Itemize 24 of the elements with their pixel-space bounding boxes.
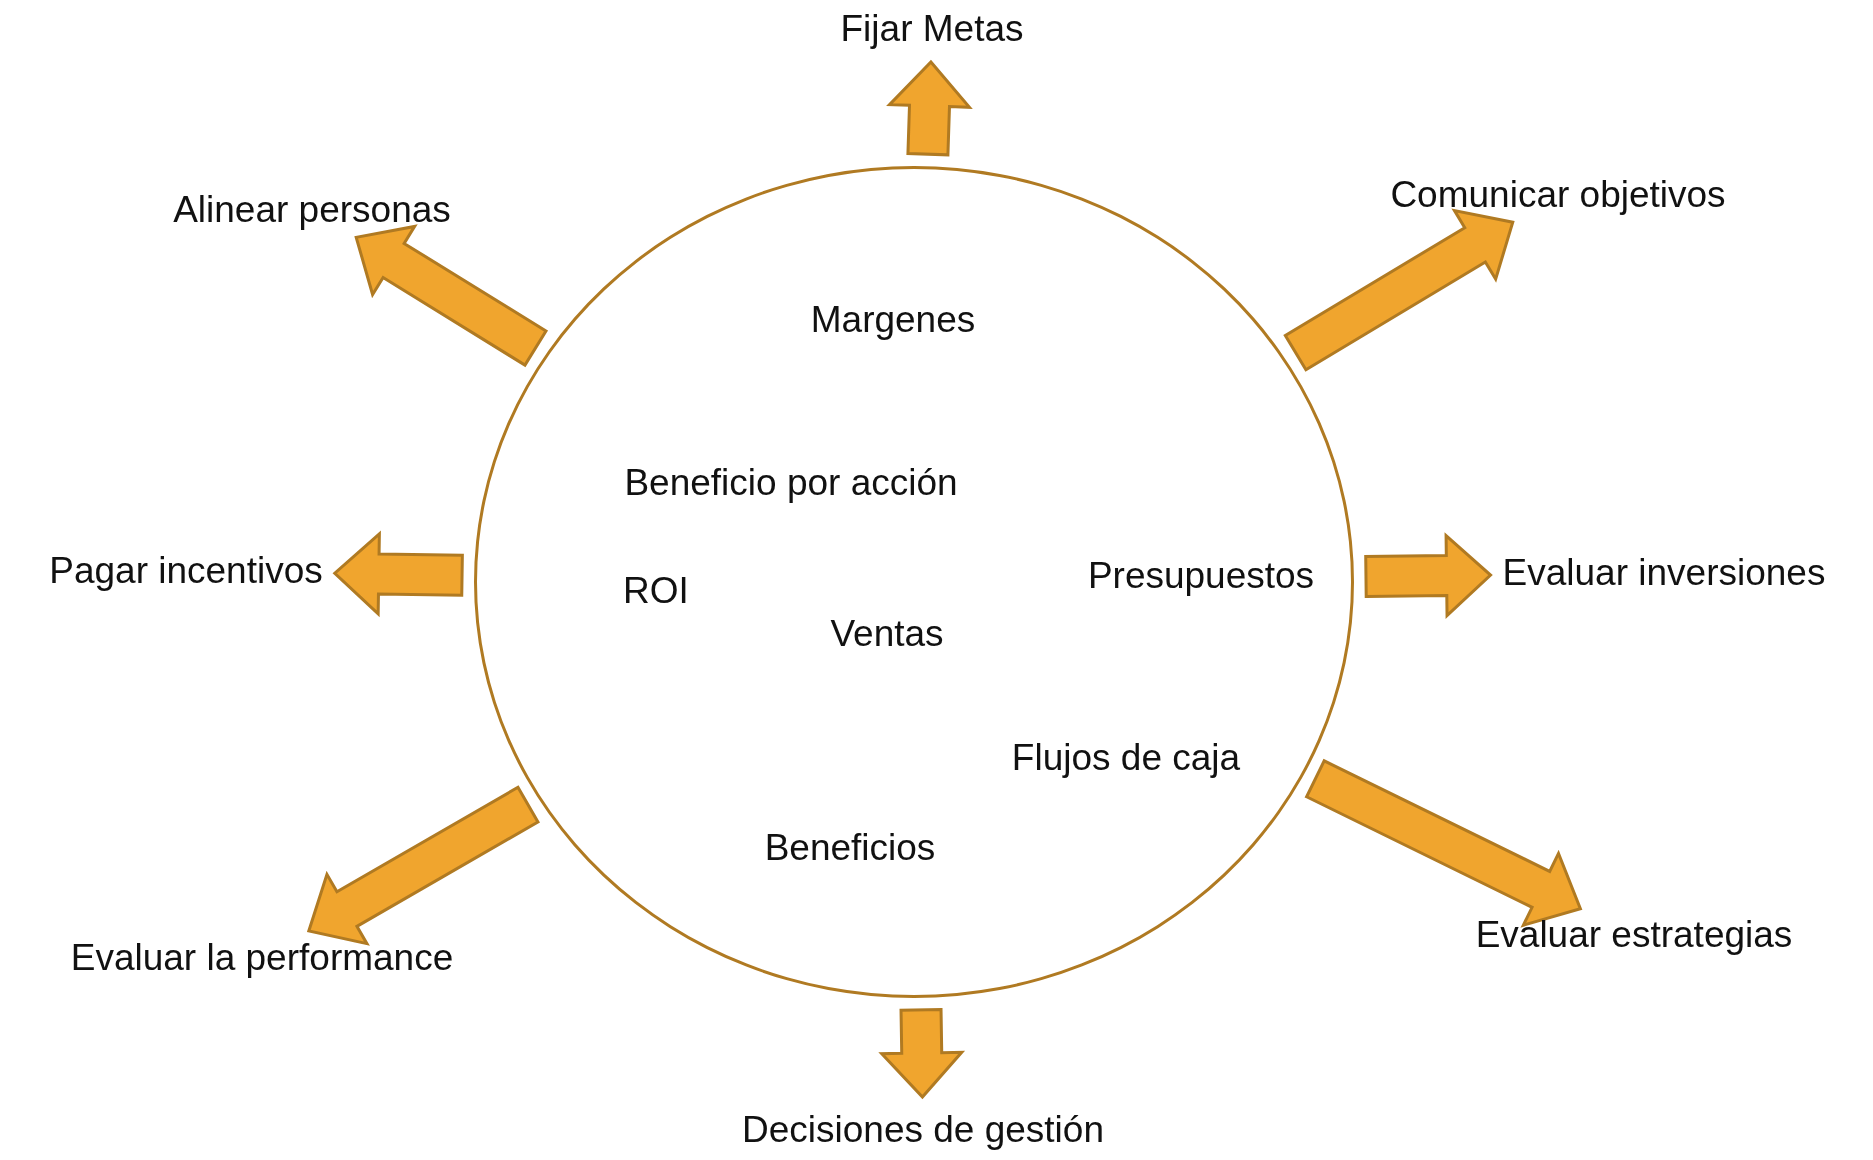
block-arrow (332, 530, 464, 618)
block-arrow (878, 1008, 966, 1100)
metric-label: Beneficios (764, 827, 936, 869)
metric-label: Margenes (810, 299, 976, 341)
block-arrow (1283, 208, 1515, 372)
action-label: Decisiones de gestión (742, 1109, 1104, 1151)
block-arrow (1304, 758, 1583, 928)
action-label: Fijar Metas (840, 8, 1024, 50)
circle (474, 166, 1354, 998)
action-label: Pagar incentivos (49, 550, 323, 592)
action-label: Comunicar objetivos (1390, 174, 1726, 216)
metric-label: Presupuestos (1087, 555, 1315, 597)
action-label: Evaluar inversiones (1502, 552, 1826, 594)
block-arrow (886, 59, 973, 157)
block-arrow (354, 224, 549, 368)
action-label: Evaluar estrategias (1475, 914, 1793, 956)
metric-label: ROI (623, 570, 689, 612)
block-arrow (1364, 532, 1493, 619)
metric-label: Ventas (830, 613, 944, 655)
action-label: Evaluar la performance (70, 937, 454, 979)
action-label: Alinear personas (173, 189, 451, 231)
metric-label: Flujos de caja (1011, 737, 1241, 779)
block-arrow (306, 785, 540, 946)
metric-label: Beneficio por acción (624, 462, 958, 504)
